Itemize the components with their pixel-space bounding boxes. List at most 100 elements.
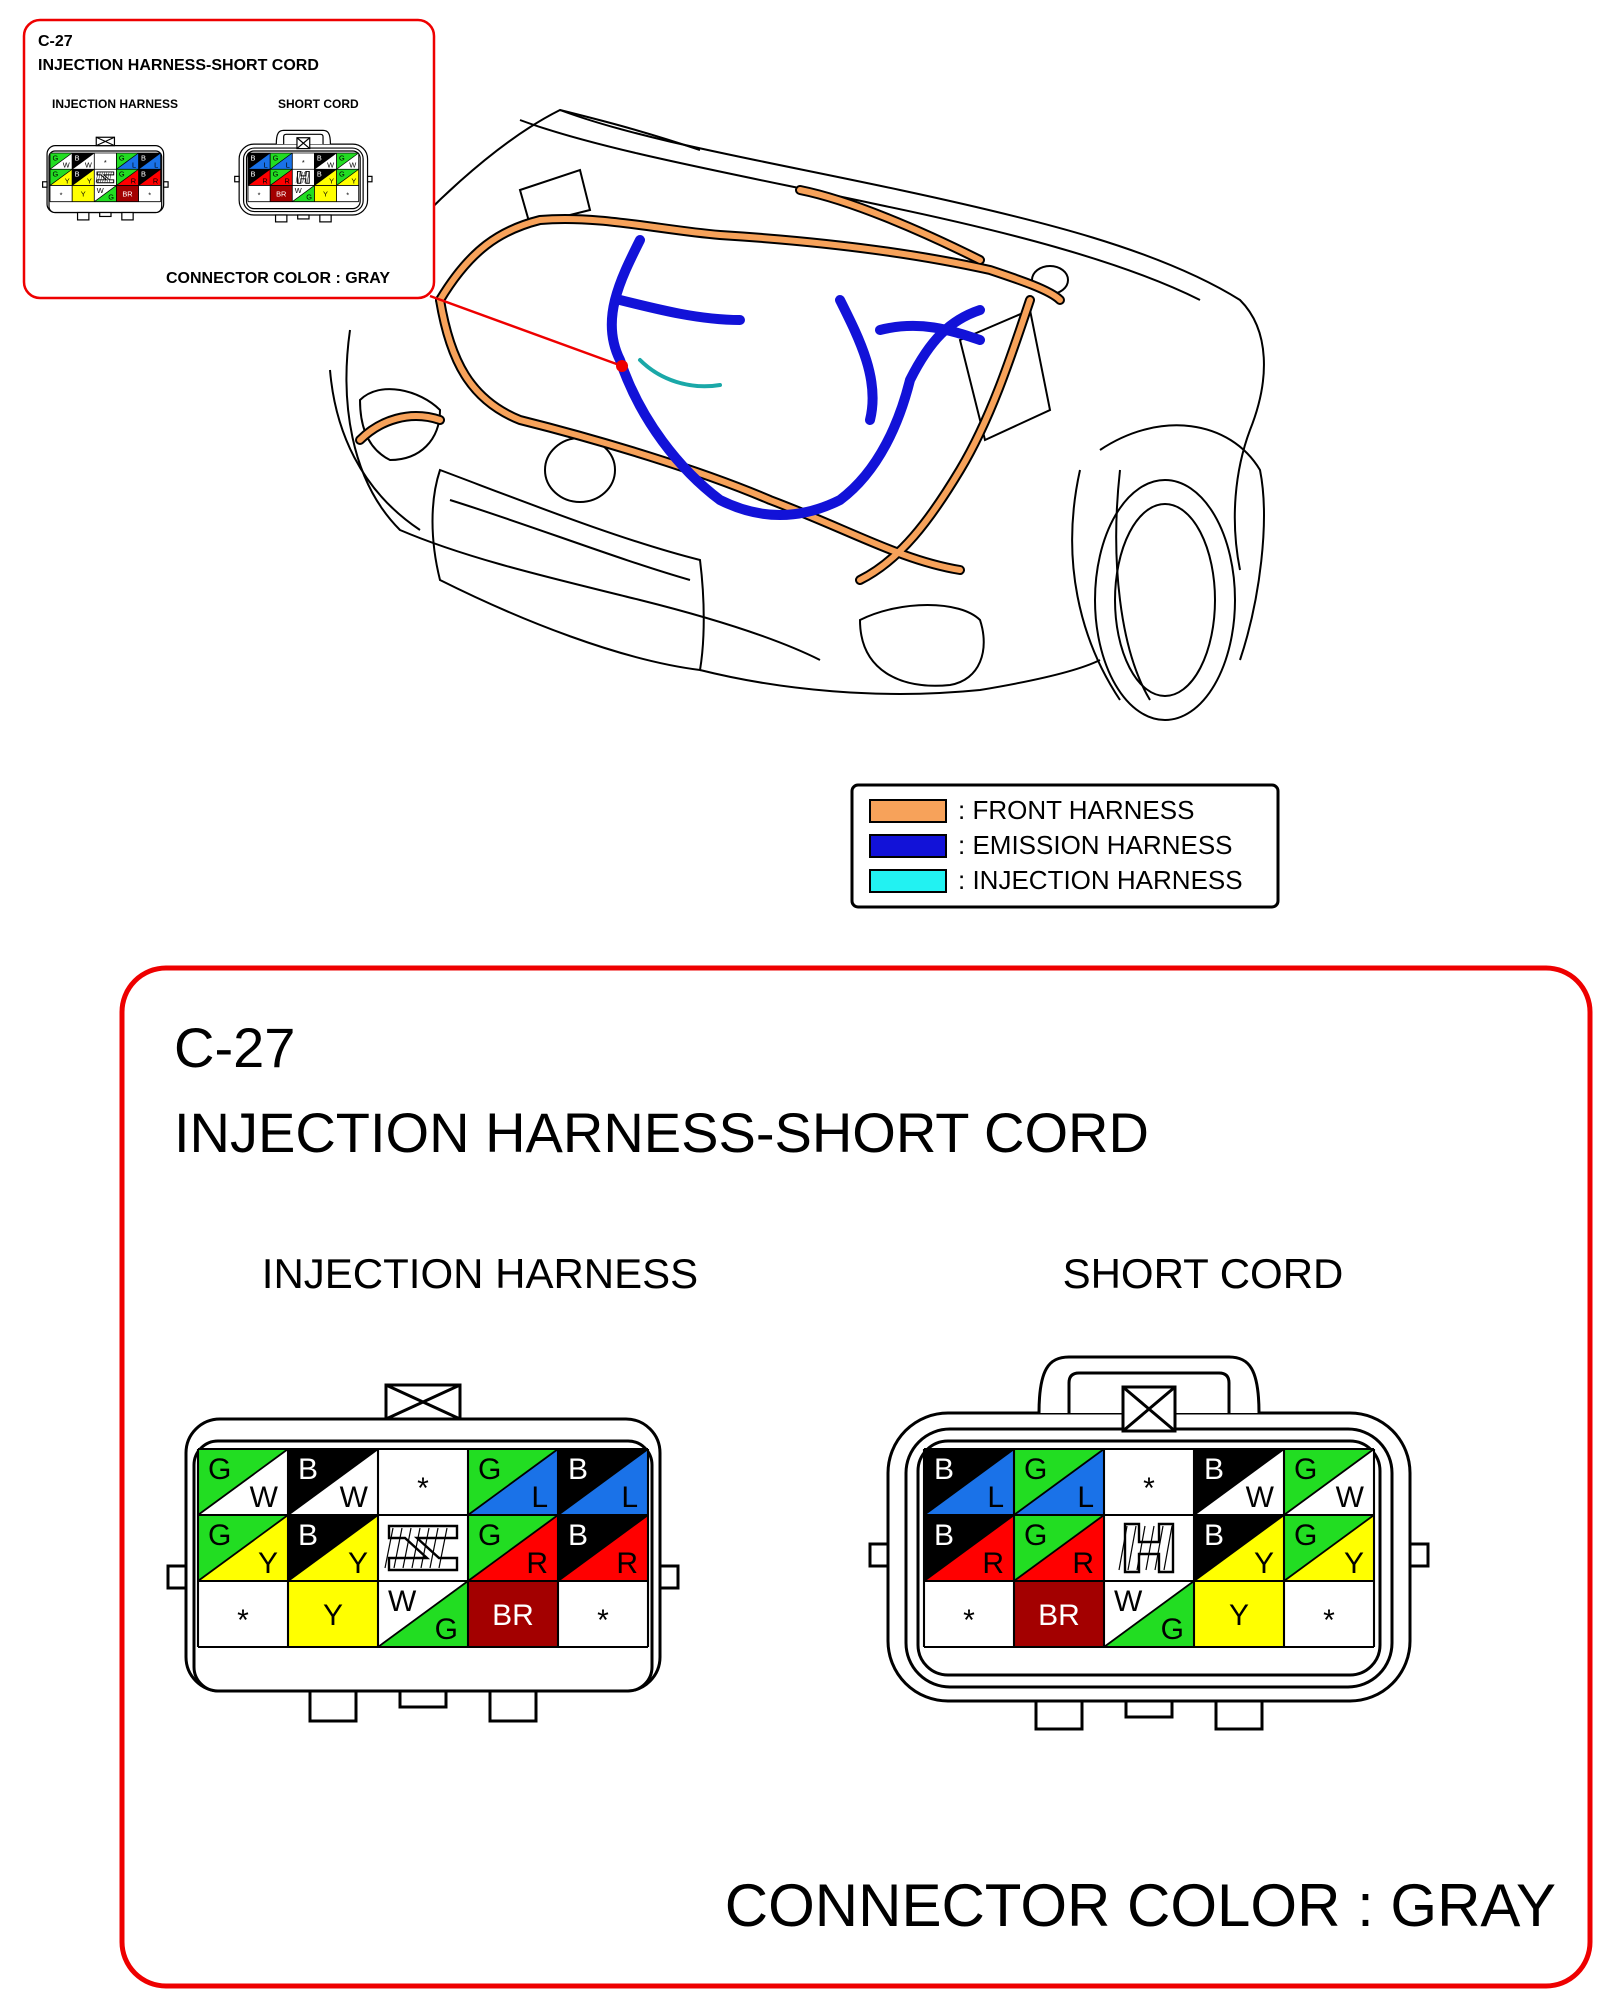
svg-text:G: G — [1294, 1453, 1317, 1486]
svg-text:R: R — [284, 177, 289, 186]
injection-harness-cell-r3c1: * — [198, 1581, 288, 1647]
injection-harness-cell-r3c2: Y — [288, 1581, 378, 1647]
inset-injection-harness-label: INJECTION HARNESS — [52, 97, 178, 111]
svg-text:*: * — [302, 158, 305, 167]
svg-text:L: L — [621, 1481, 638, 1514]
svg-text:W: W — [250, 1481, 279, 1514]
svg-text:BR: BR — [492, 1599, 534, 1632]
svg-text:W: W — [85, 160, 92, 169]
short-cord-cell-r3c1: * — [924, 1581, 1014, 1647]
inset-injection-harness-cell-r2c4: GR — [116, 168, 139, 186]
svg-text:*: * — [1323, 1604, 1335, 1637]
inset-short-cord-cell-r1c5: GW — [336, 152, 359, 170]
harness-routing — [355, 185, 1065, 585]
inset-injection-harness-cell-r1c4: GL — [116, 152, 139, 170]
short-cord-cell-r3c2: BR — [1014, 1581, 1104, 1647]
short-cord-cell-r1c3: * — [1104, 1449, 1194, 1515]
inset-injection-harness-cell-r3c3: WG — [94, 185, 117, 202]
svg-text:Y: Y — [1229, 1599, 1249, 1632]
short-cord-label: SHORT CORD — [1063, 1250, 1344, 1297]
svg-text:B: B — [317, 170, 322, 179]
short-cord-cell-r2c3 — [1104, 1515, 1194, 1581]
inset-short-cord-label: SHORT CORD — [278, 97, 359, 111]
connector-color-note: CONNECTOR COLOR : GRAY — [725, 1872, 1556, 1939]
injection-harness-cell-r1c4: GL — [467, 1448, 559, 1516]
svg-text:BR: BR — [276, 189, 286, 198]
svg-text:Y: Y — [348, 1547, 368, 1580]
inset-short-cord-cell-r3c2: BR — [270, 185, 293, 202]
svg-text:B: B — [1204, 1519, 1224, 1552]
svg-text:R: R — [153, 177, 158, 186]
svg-text:W: W — [1246, 1481, 1275, 1514]
injection-harness-cell-r2c4: GR — [467, 1514, 559, 1582]
svg-text:W: W — [63, 160, 70, 169]
svg-text:B: B — [317, 153, 322, 162]
legend-label-2: : INJECTION HARNESS — [958, 865, 1243, 895]
injection-harness-cell-r1c2: BW — [287, 1448, 379, 1516]
svg-text:G: G — [119, 153, 125, 162]
inset-injection-harness-cell-r3c2: Y — [72, 185, 95, 202]
svg-text:L: L — [987, 1481, 1004, 1514]
svg-text:R: R — [262, 177, 267, 186]
svg-text:Y: Y — [258, 1547, 278, 1580]
short-cord-cell-r1c4: BW — [1193, 1448, 1285, 1516]
injection-harness-cell-r3c3: WG — [377, 1580, 469, 1648]
svg-text:B: B — [250, 153, 255, 162]
legend-swatch-2 — [869, 869, 947, 893]
svg-text:Y: Y — [351, 177, 356, 186]
svg-text:*: * — [597, 1604, 609, 1637]
svg-text:Y: Y — [329, 177, 334, 186]
injection-harness-cell-r2c5: BR — [557, 1514, 649, 1582]
inset-short-cord-cell-r1c1: BL — [247, 152, 271, 170]
short-cord-cell-r1c5: GW — [1283, 1448, 1375, 1516]
svg-text:L: L — [1077, 1481, 1094, 1514]
legend-label-1: : EMISSION HARNESS — [958, 830, 1233, 860]
svg-text:G: G — [208, 1453, 231, 1486]
svg-text:*: * — [148, 191, 151, 200]
svg-text:W: W — [1336, 1481, 1365, 1514]
svg-text:R: R — [1072, 1547, 1094, 1580]
legend-swatch-1 — [869, 834, 947, 858]
svg-text:B: B — [141, 170, 146, 179]
svg-text:Y: Y — [81, 189, 86, 198]
inset-injection-harness-cell-r3c4: BR — [116, 185, 139, 202]
short-cord-cell-r3c5: * — [1284, 1581, 1374, 1647]
svg-text:B: B — [298, 1453, 318, 1486]
svg-text:*: * — [417, 1472, 429, 1505]
inset-short-cord-cell-r2c1: BR — [247, 168, 271, 186]
svg-text:W: W — [388, 1585, 417, 1618]
short-cord-cell-r2c5: GY — [1283, 1514, 1375, 1582]
svg-text:W: W — [97, 186, 104, 195]
svg-text:W: W — [295, 186, 302, 195]
svg-text:BR: BR — [122, 189, 132, 198]
injection-harness-cell-r2c3 — [378, 1515, 468, 1581]
inset-connector-color: CONNECTOR COLOR : GRAY — [166, 270, 390, 287]
short-cord-cell-r2c1: BR — [923, 1514, 1015, 1582]
svg-text:G: G — [1024, 1519, 1047, 1552]
svg-text:Y: Y — [65, 177, 70, 186]
connector-detail-panel: C-27 INJECTION HARNESS-SHORT CORD INJECT… — [119, 965, 1593, 1989]
svg-text:R: R — [131, 177, 136, 186]
legend-label-0: : FRONT HARNESS — [958, 795, 1194, 825]
inset-short-cord-cell-r1c3: * — [292, 153, 315, 170]
svg-text:G: G — [1161, 1613, 1184, 1646]
short-cord-cell-r2c2: GR — [1013, 1514, 1105, 1582]
svg-text:G: G — [273, 170, 279, 179]
inset-injection-harness-cell-r3c5: * — [138, 185, 161, 202]
inset-injection-harness-cell-r1c3: * — [94, 153, 117, 170]
svg-text:L: L — [132, 160, 136, 169]
svg-text:*: * — [60, 191, 63, 200]
svg-text:G: G — [52, 170, 58, 179]
detail-code: C-27 — [174, 1016, 295, 1079]
harness-legend: : FRONT HARNESS : EMISSION HARNESS : INJEC… — [850, 783, 1280, 909]
injection-harness-cell-r3c4: BR — [468, 1581, 558, 1647]
svg-text:B: B — [568, 1453, 588, 1486]
injection-harness-cell-r1c1: GW — [197, 1448, 289, 1516]
inset-short-cord-cell-r3c4: Y — [314, 185, 337, 202]
svg-text:*: * — [1143, 1472, 1155, 1505]
svg-text:*: * — [104, 158, 107, 167]
inset-injection-harness-cell-r1c2: BW — [71, 152, 95, 170]
